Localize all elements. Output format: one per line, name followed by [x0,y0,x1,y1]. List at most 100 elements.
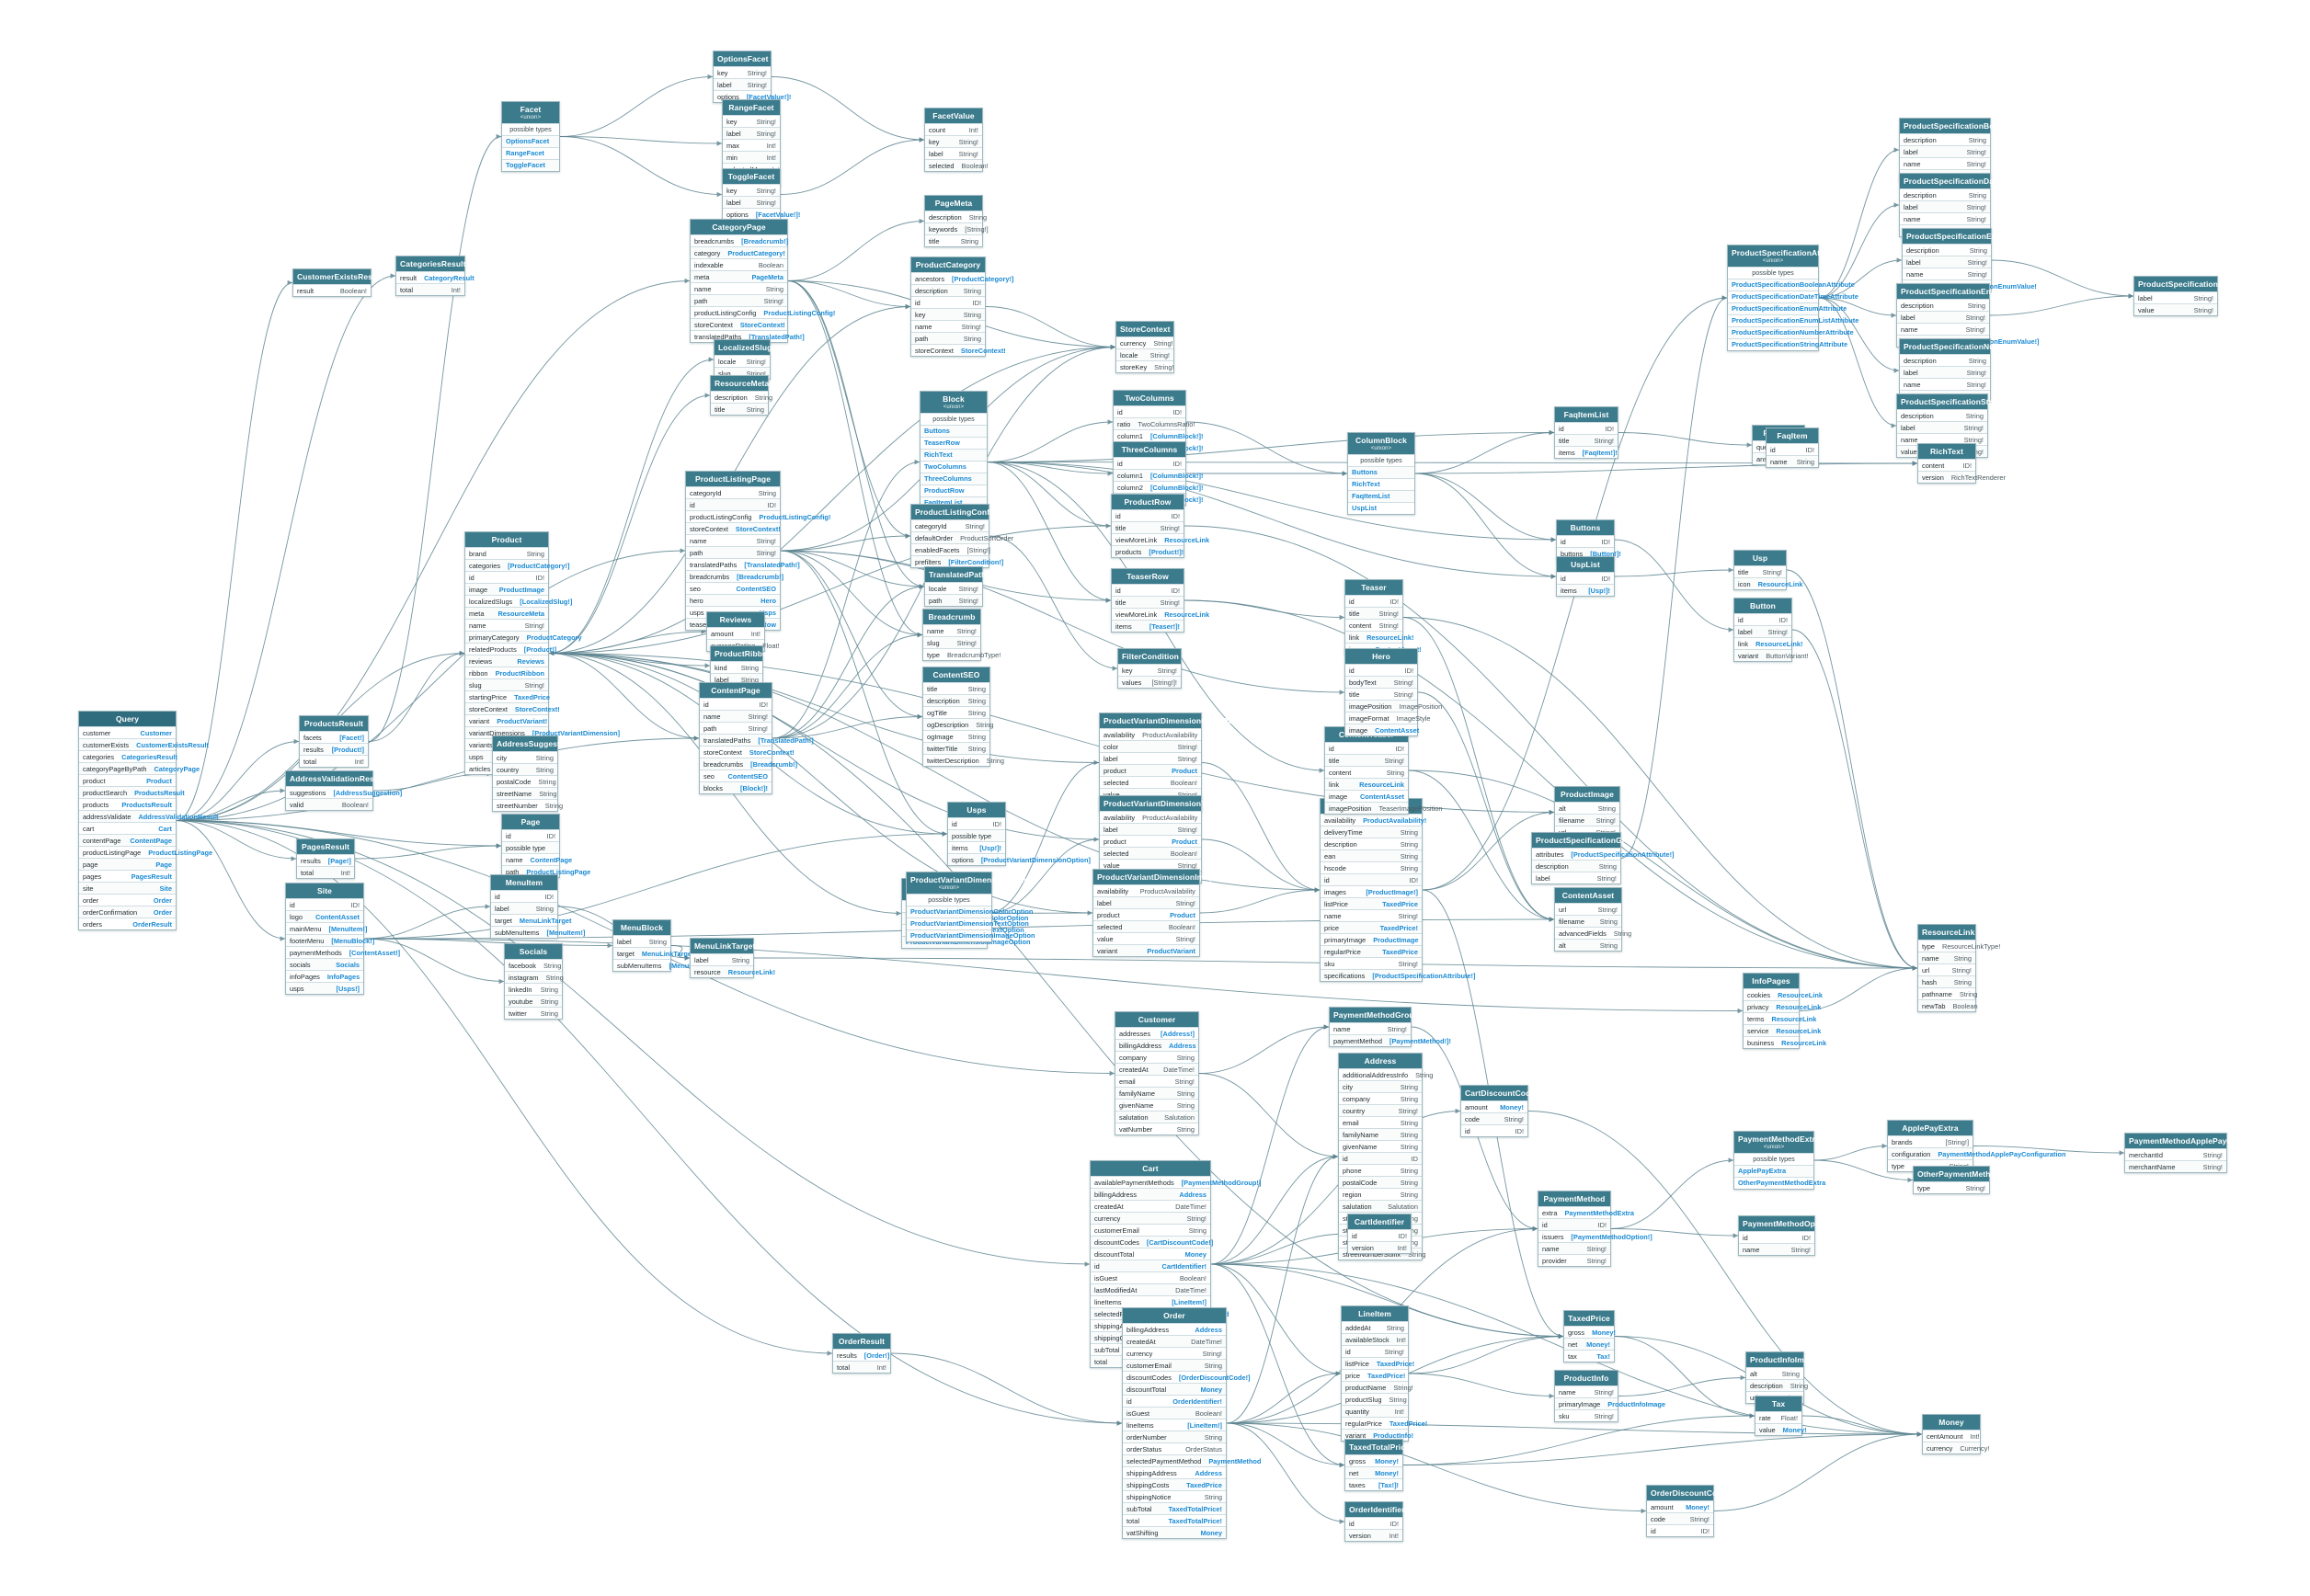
field-row[interactable]: enabledFacets[String!] [911,543,990,555]
field-type[interactable]: StoreContext! [960,346,1006,355]
field-type[interactable]: [Block!]! [740,783,768,792]
field-row[interactable]: facets[Facet!] [300,731,368,743]
field-type[interactable]: ProductImage [498,585,544,594]
possible-type-FaqItemList[interactable]: FaqItemList [1348,489,1414,502]
field-type[interactable]: [Usp!]! [1588,586,1610,595]
field-row[interactable]: breadcrumbs[Breadcrumb!] [700,758,797,770]
field-type[interactable]: Money [1200,1385,1222,1394]
field-type[interactable]: Hero [760,596,776,605]
field-type[interactable]: ProductInfo! [1373,1431,1414,1440]
field-type[interactable]: ProductInfoImage [1607,1399,1666,1408]
field-type[interactable]: StoreContext! [735,524,781,533]
possible-type-OtherPaymentMethodExtra[interactable]: OtherPaymentMethodExtra [1734,1176,1825,1189]
field-type[interactable]: ContentSEO [736,584,776,593]
field-row[interactable]: attributes[ProductSpecificationAttribute… [1532,848,1675,860]
field-type[interactable]: ProductsResult [134,788,185,797]
field-row[interactable]: options[ProductVariantDimensionOption] [948,853,1091,865]
field-row[interactable]: keywords[String!] [925,222,989,234]
possible-type-RichText[interactable]: RichText [1348,477,1414,490]
field-row[interactable]: paymentMethods[ContentAsset!] [286,946,400,958]
field-type[interactable]: ResourceLink [1359,780,1404,789]
possible-type-RichText[interactable]: RichText [921,448,987,461]
field-row[interactable]: prefilters[FilterCondition!] [911,555,1003,567]
field-type[interactable]: Address [1179,1190,1206,1199]
field-type[interactable]: ContentAsset [314,912,360,921]
type-node-ProductSpecificationAttribute[interactable]: ProductSpecificationAttribute<union>poss… [1727,245,1858,351]
possible-type-ThreeColumns[interactable]: ThreeColumns [921,472,987,484]
field-row[interactable]: paymentMethod[PaymentMethod!]! [1330,1034,1451,1046]
field-type[interactable]: Product [1170,910,1195,919]
field-type[interactable]: [Product!] [523,644,557,654]
field-row[interactable]: lineItems[LineItem!] [1123,1419,1226,1431]
field-row[interactable]: possible type [948,829,1005,841]
field-type[interactable]: ResourceLink [1771,1014,1817,1023]
field-type[interactable]: [PaymentMethod!]! [1389,1036,1451,1045]
possible-type-ProductVariantDimensionTextOption[interactable]: ProductVariantDimensionTextOption [907,917,1029,929]
field-type[interactable]: Site [159,884,172,893]
